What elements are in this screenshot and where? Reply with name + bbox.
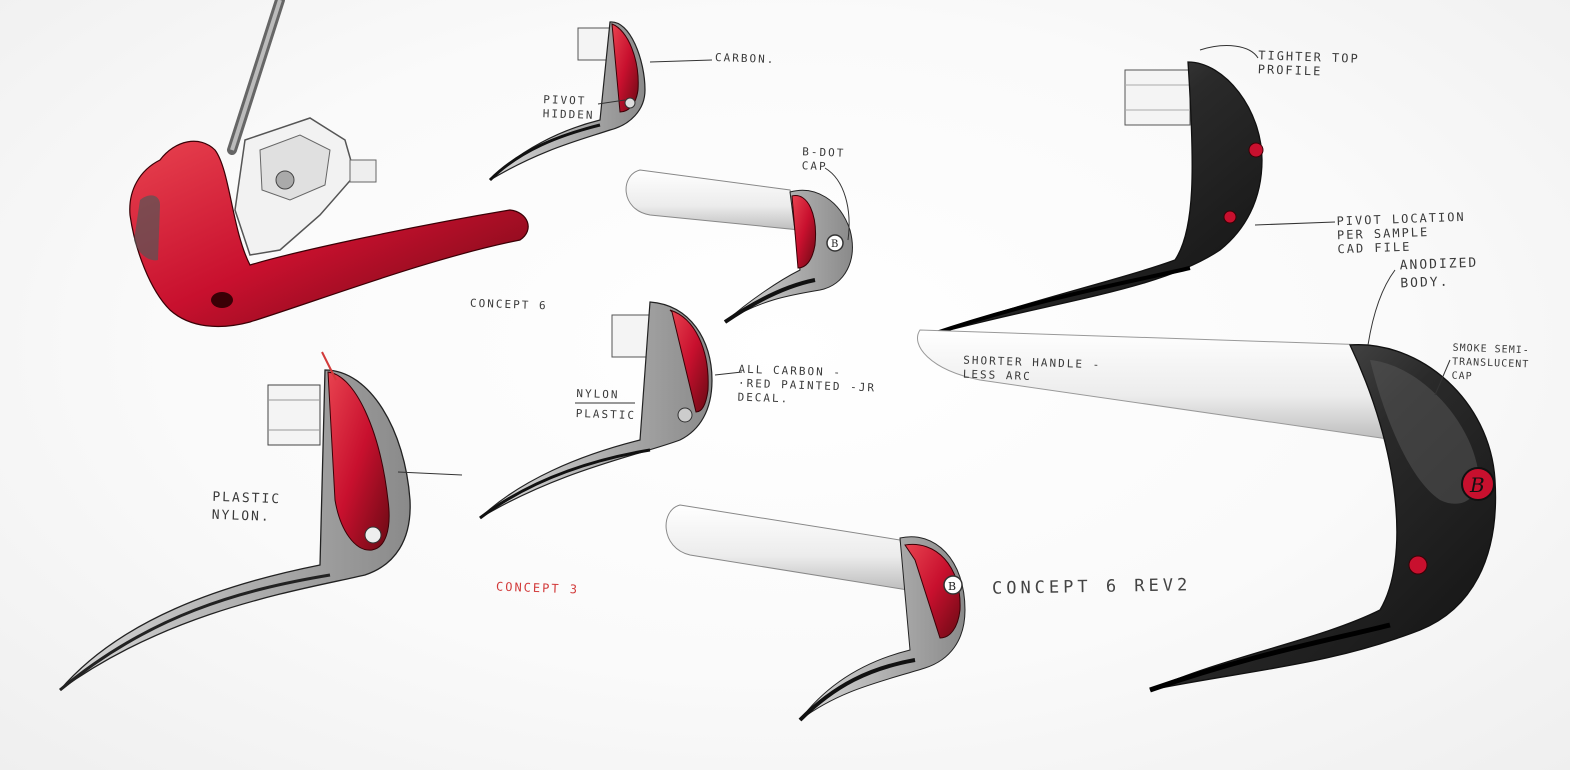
note-shorter-handle: SHORTER HANDLE -LESS ARC (962, 353, 1102, 383)
dark-lever-render-top (929, 61, 1264, 337)
b-logo-icon: B (948, 580, 956, 593)
red-lever-render (129, 0, 529, 328)
b-logo-icon: B (1469, 473, 1485, 497)
concept6-rev2-small-render: B (665, 504, 966, 722)
label-concept6: CONCEPT 6 (469, 296, 548, 313)
leader-lines (397, 45, 1451, 476)
anodized-lever-render: B (917, 329, 1497, 693)
carbon-lever-sketch (488, 21, 646, 182)
b-logo-icon: B (831, 239, 838, 250)
b-dot-lever-render: B (625, 169, 853, 324)
label-concept3: CONCEPT 3 (495, 579, 580, 597)
label-concept6-rev2: CONCEPT 6 REV2 (991, 575, 1192, 599)
plastic-nylon-lever-sketch (59, 351, 411, 692)
all-carbon-lever-sketch (479, 301, 713, 520)
note-carbon: CARBON. (714, 50, 776, 67)
